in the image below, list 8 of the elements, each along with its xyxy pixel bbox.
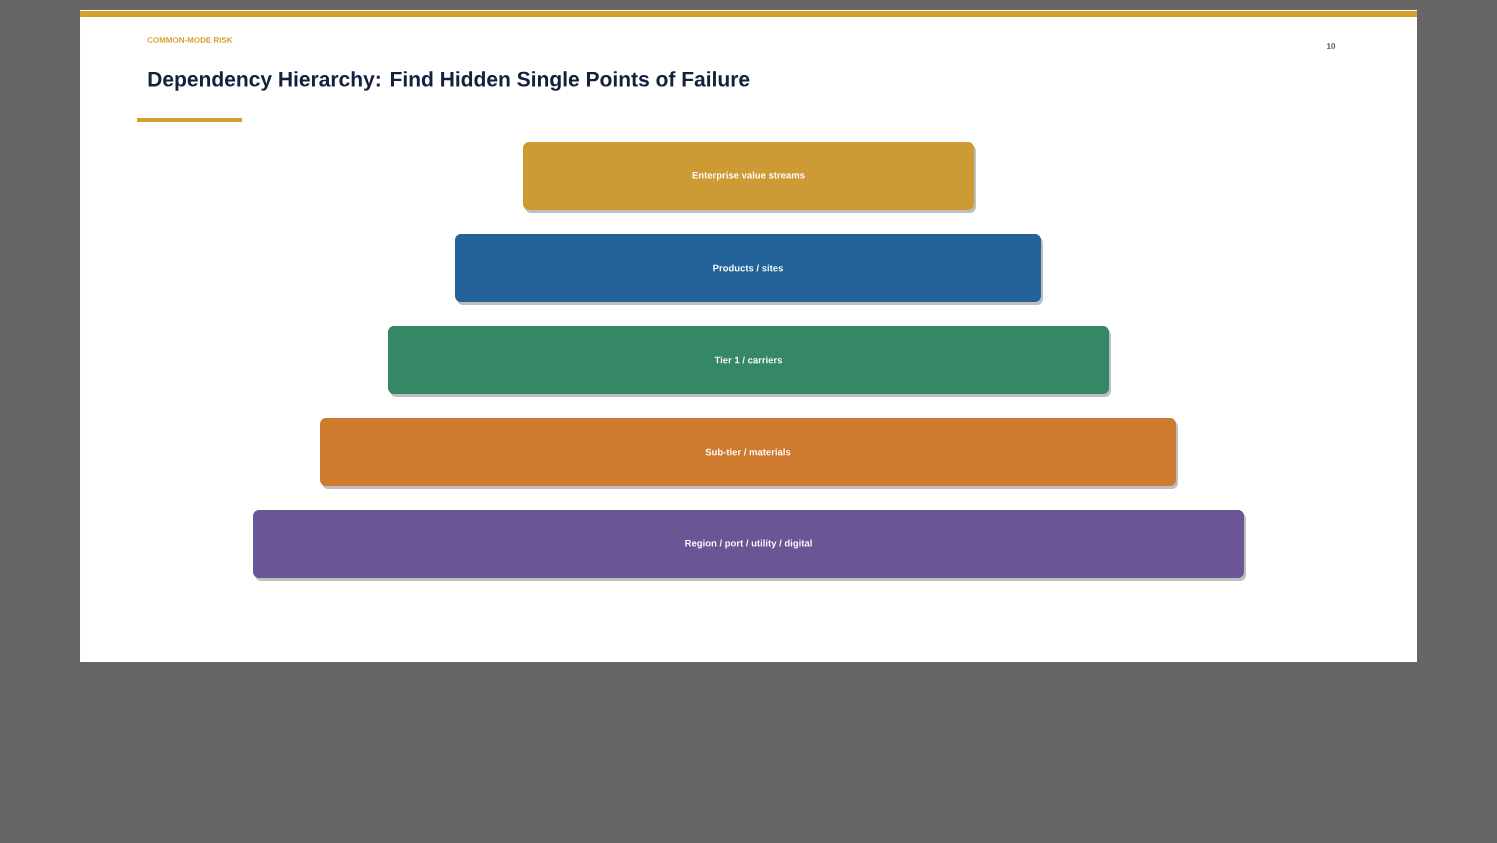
tier-box: Products / sites [455,234,1043,305]
slide-title: Dependency Hierarchy: Find Hidden Single Points of Failure [148,71,750,91]
page-number: 10 [1327,43,1336,49]
tier-box: Region / port / utility / digital [253,510,1246,581]
tier-box: Tier 1 / carriers [388,326,1111,397]
tier-box: Enterprise value streams [523,142,976,213]
section-label: COMMON-MODE RISK [147,37,233,43]
tier-box: Sub-tier / materials [320,418,1178,489]
